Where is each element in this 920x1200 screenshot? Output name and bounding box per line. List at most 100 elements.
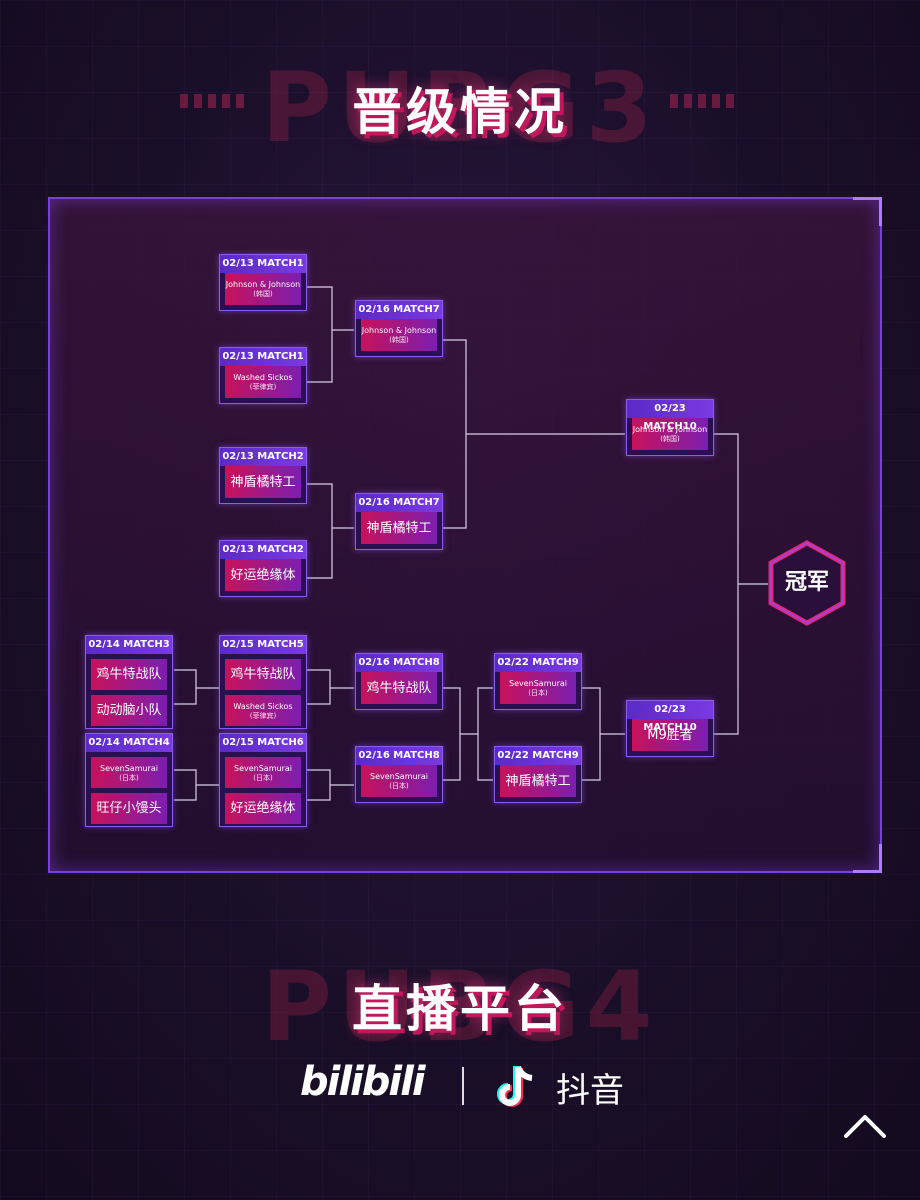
team-slot: 好运绝缘体: [225, 559, 301, 591]
team-name: Johnson & Johnson: [632, 425, 708, 434]
match-header: 02/13 MATCH2: [220, 448, 306, 466]
team-slot: Washed Sickos (菲律宾): [225, 695, 301, 726]
match-header: 02/22 MATCH9: [495, 747, 581, 765]
match-box-m3[interactable]: 02/14 MATCH3 鸡牛特战队 动动脑小队: [85, 635, 173, 729]
section-title-streaming: PUBG4 直播平台: [0, 951, 920, 1063]
match-box-m10b[interactable]: 02/23 MATCH10 M9胜者: [626, 700, 714, 757]
team-slot: 鸡牛特战队: [225, 659, 301, 690]
match-header: 02/13 MATCH1: [220, 348, 306, 366]
match-box-m7b[interactable]: 02/16 MATCH7 神盾橘特工: [355, 493, 443, 550]
team-slot: Johnson & Johnson (韩国): [632, 418, 708, 450]
bracket-panel: [48, 197, 882, 873]
match-box-m2b[interactable]: 02/13 MATCH2 好运绝缘体: [219, 540, 307, 597]
match-header: 02/23 MATCH10: [627, 701, 713, 733]
team-name: SevenSamurai: [100, 763, 158, 773]
team-name: 动动脑小队: [96, 703, 162, 718]
match-header: 02/16 MATCH7: [356, 301, 442, 319]
team-name: Washed Sickos: [233, 373, 293, 382]
team-slot: 鸡牛特战队: [361, 672, 437, 704]
team-region: (日本): [119, 773, 139, 782]
team-slot: M9胜者: [632, 719, 708, 751]
match-box-m9a[interactable]: 02/22 MATCH9 SevenSamurai (日本): [494, 653, 582, 710]
team-slot: Johnson & Johnson (韩国): [225, 273, 301, 305]
team-slot: 神盾橘特工: [500, 765, 576, 797]
match-box-m10a[interactable]: 02/23 MATCH10 Johnson & Johnson (韩国): [626, 399, 714, 456]
match-box-m8b[interactable]: 02/16 MATCH8 SevenSamurai (日本): [355, 746, 443, 803]
team-name: M9胜者: [647, 727, 693, 743]
team-name: 神盾橘特工: [366, 520, 432, 536]
team-name: Johnson & Johnson: [361, 326, 437, 335]
match-box-m2a[interactable]: 02/13 MATCH2 神盾橘特工: [219, 447, 307, 504]
platform-logos: bilibili 抖音: [0, 1055, 920, 1115]
team-region: (菲律宾): [249, 711, 277, 720]
section-title-advancement: PUBG3 晋级情况: [0, 52, 920, 164]
match-header: 02/22 MATCH9: [495, 654, 581, 672]
douyin-icon[interactable]: [494, 1061, 546, 1113]
team-name: SevenSamurai: [370, 772, 428, 781]
champion-badge: 冠军: [768, 540, 846, 626]
match-box-m8a[interactable]: 02/16 MATCH8 鸡牛特战队: [355, 653, 443, 710]
team-slot: SevenSamurai (日本): [91, 757, 167, 788]
team-slot: SevenSamurai (日本): [500, 672, 576, 704]
bilibili-logo[interactable]: bilibili: [300, 1059, 426, 1105]
team-region: (菲律宾): [249, 383, 277, 391]
match-box-m7a[interactable]: 02/16 MATCH7 Johnson & Johnson (韩国): [355, 300, 443, 357]
match-header: 02/14 MATCH4: [86, 734, 172, 752]
team-name: Washed Sickos: [233, 701, 293, 711]
team-region: (韩国): [389, 336, 409, 344]
team-slot: SevenSamurai (日本): [361, 765, 437, 797]
match-header: 02/23 MATCH10: [627, 400, 713, 432]
team-region: (日本): [528, 689, 548, 697]
team-slot: Washed Sickos (菲律宾): [225, 366, 301, 398]
team-name: 好运绝缘体: [230, 801, 296, 816]
match-box-m5[interactable]: 02/15 MATCH5 鸡牛特战队 Washed Sickos (菲律宾): [219, 635, 307, 729]
match-box-m4[interactable]: 02/14 MATCH4 SevenSamurai (日本) 旺仔小馒头: [85, 733, 173, 827]
team-slot: 旺仔小馒头: [91, 793, 167, 824]
team-name: 神盾橘特工: [505, 773, 571, 789]
streaming-title: 直播平台: [352, 980, 568, 1038]
match-header: 02/15 MATCH5: [220, 636, 306, 654]
team-region: (韩国): [660, 435, 680, 443]
team-name: 鸡牛特战队: [230, 667, 296, 682]
title-stripes-right: [670, 94, 740, 108]
team-name: SevenSamurai: [509, 679, 567, 688]
match-box-m6[interactable]: 02/15 MATCH6 SevenSamurai (日本) 好运绝缘体: [219, 733, 307, 827]
logo-divider: [462, 1067, 464, 1105]
douyin-label: 抖音: [556, 1071, 624, 1111]
match-header: 02/15 MATCH6: [220, 734, 306, 752]
team-name: 旺仔小馒头: [96, 801, 162, 816]
match-header: 02/13 MATCH1: [220, 255, 306, 273]
team-slot: 鸡牛特战队: [91, 659, 167, 690]
team-slot: 好运绝缘体: [225, 793, 301, 824]
match-header: 02/16 MATCH7: [356, 494, 442, 512]
match-box-m1a[interactable]: 02/13 MATCH1 Johnson & Johnson (韩国): [219, 254, 307, 311]
page-title: 晋级情况: [352, 83, 568, 141]
match-header: 02/14 MATCH3: [86, 636, 172, 654]
match-header: 02/13 MATCH2: [220, 541, 306, 559]
team-name: 鸡牛特战队: [366, 680, 432, 696]
team-name: 神盾橘特工: [230, 474, 296, 490]
title-bg-text: PUBG4: [261, 951, 659, 1063]
title-bg-text: PUBG3: [261, 52, 659, 164]
title-stripes-left: [180, 94, 250, 108]
team-slot: Johnson & Johnson (韩国): [361, 319, 437, 351]
match-header: 02/16 MATCH8: [356, 654, 442, 672]
panel-corner: [853, 844, 882, 873]
team-slot: SevenSamurai (日本): [225, 757, 301, 788]
team-region: (韩国): [253, 290, 273, 298]
team-name: Johnson & Johnson: [225, 280, 301, 289]
team-region: (日本): [253, 773, 273, 782]
match-box-m9b[interactable]: 02/22 MATCH9 神盾橘特工: [494, 746, 582, 803]
team-slot: 动动脑小队: [91, 695, 167, 726]
hexagon-icon: [768, 540, 846, 626]
team-name: 好运绝缘体: [230, 567, 296, 583]
panel-corner: [853, 197, 882, 226]
match-box-m1b[interactable]: 02/13 MATCH1 Washed Sickos (菲律宾): [219, 347, 307, 404]
match-header: 02/16 MATCH8: [356, 747, 442, 765]
champion-label: 冠军: [784, 570, 829, 595]
team-name: 鸡牛特战队: [96, 667, 162, 682]
team-name: SevenSamurai: [234, 763, 292, 773]
team-region: (日本): [389, 782, 409, 790]
chevron-up-icon[interactable]: [840, 1108, 890, 1142]
